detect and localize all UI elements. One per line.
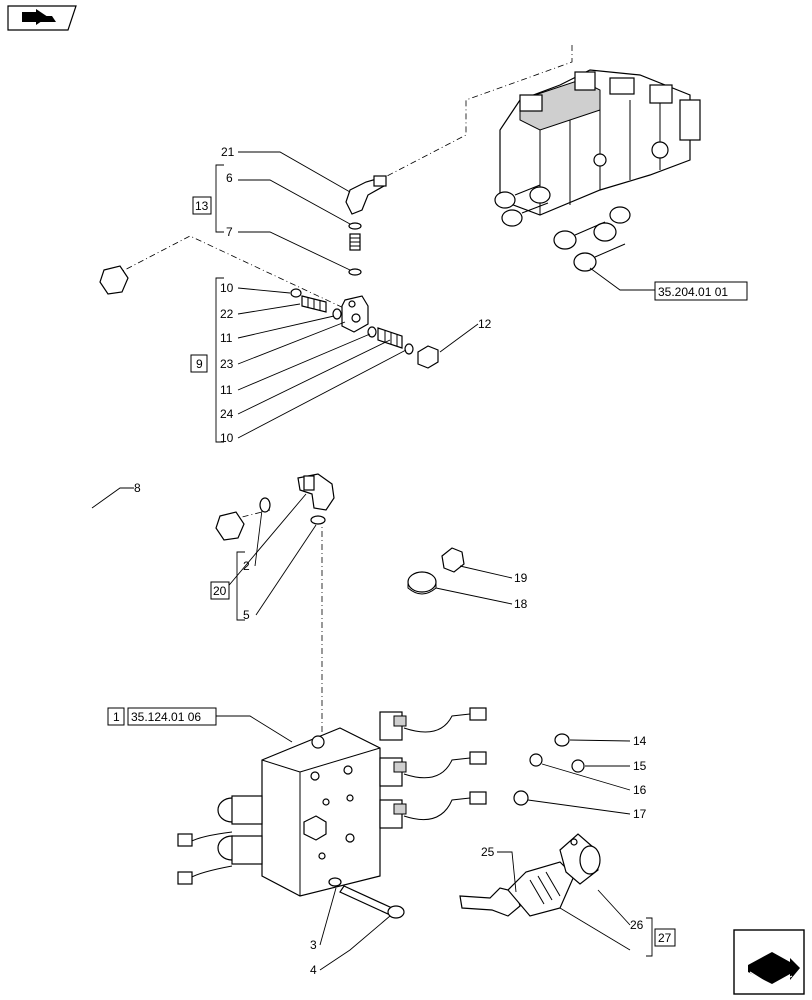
callout-7: 7 bbox=[226, 225, 233, 239]
callout-6: 6 bbox=[226, 171, 233, 185]
callout-18: 18 bbox=[514, 597, 528, 611]
svg-text:9: 9 bbox=[196, 357, 203, 371]
callout-26: 26 bbox=[630, 918, 644, 932]
elbow-fitting-20 bbox=[297, 473, 335, 511]
valve-couplers bbox=[494, 184, 631, 272]
o-ring-6 bbox=[348, 222, 362, 230]
o-ring-11a bbox=[332, 308, 342, 320]
callout-17: 17 bbox=[633, 807, 647, 821]
callout-11a: 11 bbox=[220, 331, 233, 345]
callout-16: 16 bbox=[633, 783, 647, 797]
next-page-arrow-icon[interactable] bbox=[733, 929, 805, 995]
o-ring-5 bbox=[310, 515, 326, 525]
adapter-24 bbox=[377, 327, 403, 349]
callout-15: 15 bbox=[633, 759, 647, 773]
o-ring-10a bbox=[290, 288, 302, 298]
bracket-13 bbox=[215, 164, 224, 233]
callout-5: 5 bbox=[243, 608, 250, 622]
callout-24: 24 bbox=[220, 407, 234, 421]
o-ring-2 bbox=[259, 497, 271, 513]
valve-block-1 bbox=[177, 707, 487, 897]
bolt-4 bbox=[339, 885, 405, 919]
group-box-1[interactable]: 1 bbox=[107, 707, 125, 726]
callout-10b: 10 bbox=[220, 431, 234, 445]
callout-3: 3 bbox=[310, 938, 317, 952]
o-ring-16 bbox=[529, 753, 543, 767]
callout-11b: 11 bbox=[220, 383, 233, 397]
seal-17 bbox=[513, 790, 529, 806]
cap-18 bbox=[407, 571, 437, 595]
callout-19: 19 bbox=[514, 571, 528, 585]
adapter-22 bbox=[301, 295, 327, 313]
leader-lines bbox=[91, 151, 655, 971]
callout-25: 25 bbox=[481, 845, 495, 859]
callout-12: 12 bbox=[478, 317, 492, 331]
bracket-20 bbox=[236, 551, 245, 621]
coupler-assembly-27 bbox=[459, 833, 601, 917]
svg-text:27: 27 bbox=[658, 931, 672, 945]
centerline-valve bbox=[359, 45, 573, 191]
svg-text:13: 13 bbox=[195, 199, 209, 213]
callout-14: 14 bbox=[633, 734, 647, 748]
pipe-8 bbox=[76, 265, 245, 614]
reference-link-valve[interactable]: 35.204.01 01 bbox=[654, 281, 748, 301]
callout-10a: 10 bbox=[220, 281, 234, 295]
centerline-pipe-top bbox=[114, 235, 349, 311]
svg-text:35.124.01 06: 35.124.01 06 bbox=[131, 710, 201, 724]
elbow-fitting-21 bbox=[345, 175, 387, 215]
svg-text:35.204.01 01: 35.204.01 01 bbox=[658, 285, 728, 299]
o-ring-15 bbox=[571, 759, 585, 773]
washer-3 bbox=[328, 877, 342, 887]
callout-8: 8 bbox=[134, 481, 141, 495]
o-ring-10b bbox=[404, 343, 414, 355]
bracket-9 bbox=[215, 277, 224, 443]
svg-text:20: 20 bbox=[213, 584, 227, 598]
group-box-20[interactable]: 20 bbox=[210, 581, 230, 600]
reference-link-block[interactable]: 35.124.01 06 bbox=[127, 707, 217, 726]
tee-block-9 bbox=[341, 295, 369, 333]
svg-text:1: 1 bbox=[113, 710, 120, 724]
adapter-7 bbox=[349, 233, 361, 251]
group-box-9[interactable]: 9 bbox=[190, 354, 208, 373]
callout-22: 22 bbox=[220, 307, 234, 321]
group-box-27[interactable]: 27 bbox=[654, 928, 676, 947]
o-ring-11b bbox=[367, 326, 377, 338]
callout-2: 2 bbox=[243, 559, 250, 573]
callout-4: 4 bbox=[310, 963, 317, 977]
book-arrow-icon[interactable] bbox=[7, 5, 77, 31]
o-ring-7 bbox=[348, 268, 362, 276]
o-ring-14 bbox=[554, 733, 570, 747]
plug-12 bbox=[417, 345, 439, 369]
group-box-13[interactable]: 13 bbox=[192, 196, 212, 215]
control-valve-assembly bbox=[494, 69, 701, 272]
callout-21: 21 bbox=[221, 145, 235, 159]
callout-23: 23 bbox=[220, 357, 234, 371]
cap-19 bbox=[441, 547, 465, 573]
bracket-27 bbox=[646, 917, 653, 957]
